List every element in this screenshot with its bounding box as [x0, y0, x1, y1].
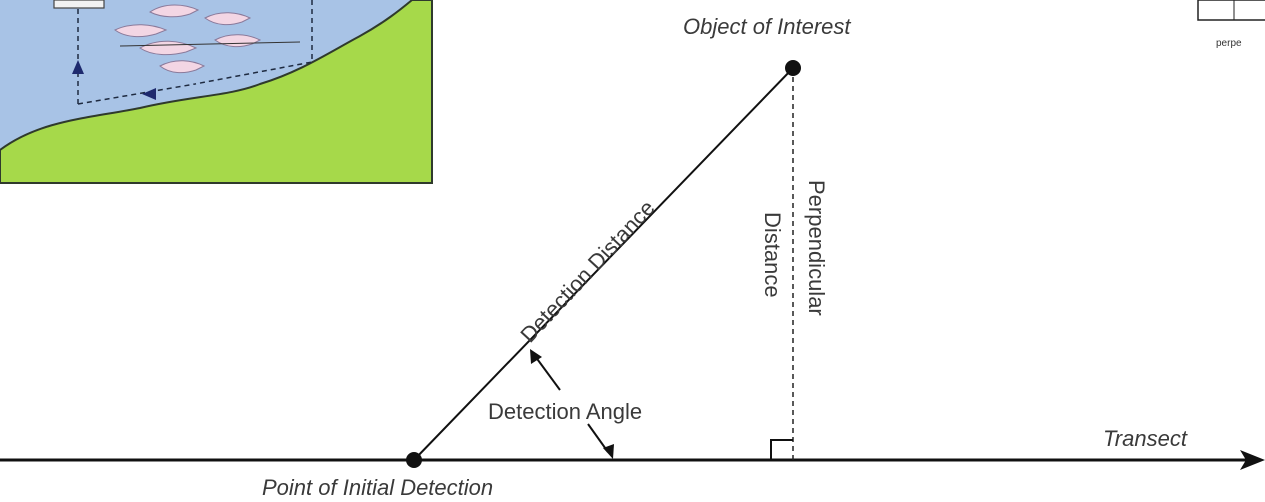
object-point [785, 60, 801, 76]
inset-arrow-up [72, 60, 84, 74]
angle-arrow-upper [534, 355, 561, 391]
dolphin-icon [204, 12, 252, 26]
perpendicular-label: Perpendicular [804, 180, 829, 316]
distance-label: Distance [760, 212, 785, 298]
inset-sightline [119, 41, 301, 47]
dolphin-group [114, 4, 262, 74]
transect-arrowhead [1240, 450, 1265, 470]
detection-distance-label: Detection Distance [515, 195, 659, 347]
inset-land [0, 0, 433, 184]
angle-arrow-lower [587, 423, 609, 453]
angle-arrows [530, 349, 614, 459]
survey-map-inset-icon [0, 0, 433, 184]
angle-arrowhead-upper [530, 349, 542, 364]
dolphin-icon [149, 4, 200, 18]
inset-vessel [53, 0, 105, 9]
detection-distance-line [413, 67, 794, 461]
right-angle-marker [770, 439, 793, 460]
object-of-interest-label: Object of Interest [683, 14, 851, 39]
corner-box [1197, 0, 1265, 21]
initial-detection-point [406, 452, 422, 468]
corner-legend-fragment: perpe [1197, 0, 1265, 49]
point-of-initial-detection-label: Point of Initial Detection [262, 475, 493, 500]
dolphin-icon [159, 60, 206, 74]
detection-angle-label: Detection Angle [488, 399, 642, 424]
transect-label: Transect [1103, 426, 1188, 451]
angle-arrowhead-lower [603, 444, 614, 459]
inset-survey-path [77, 0, 313, 105]
inset-arrow-left [142, 88, 156, 100]
dolphin-icon [114, 24, 168, 38]
corner-text: perpe [1216, 38, 1242, 49]
